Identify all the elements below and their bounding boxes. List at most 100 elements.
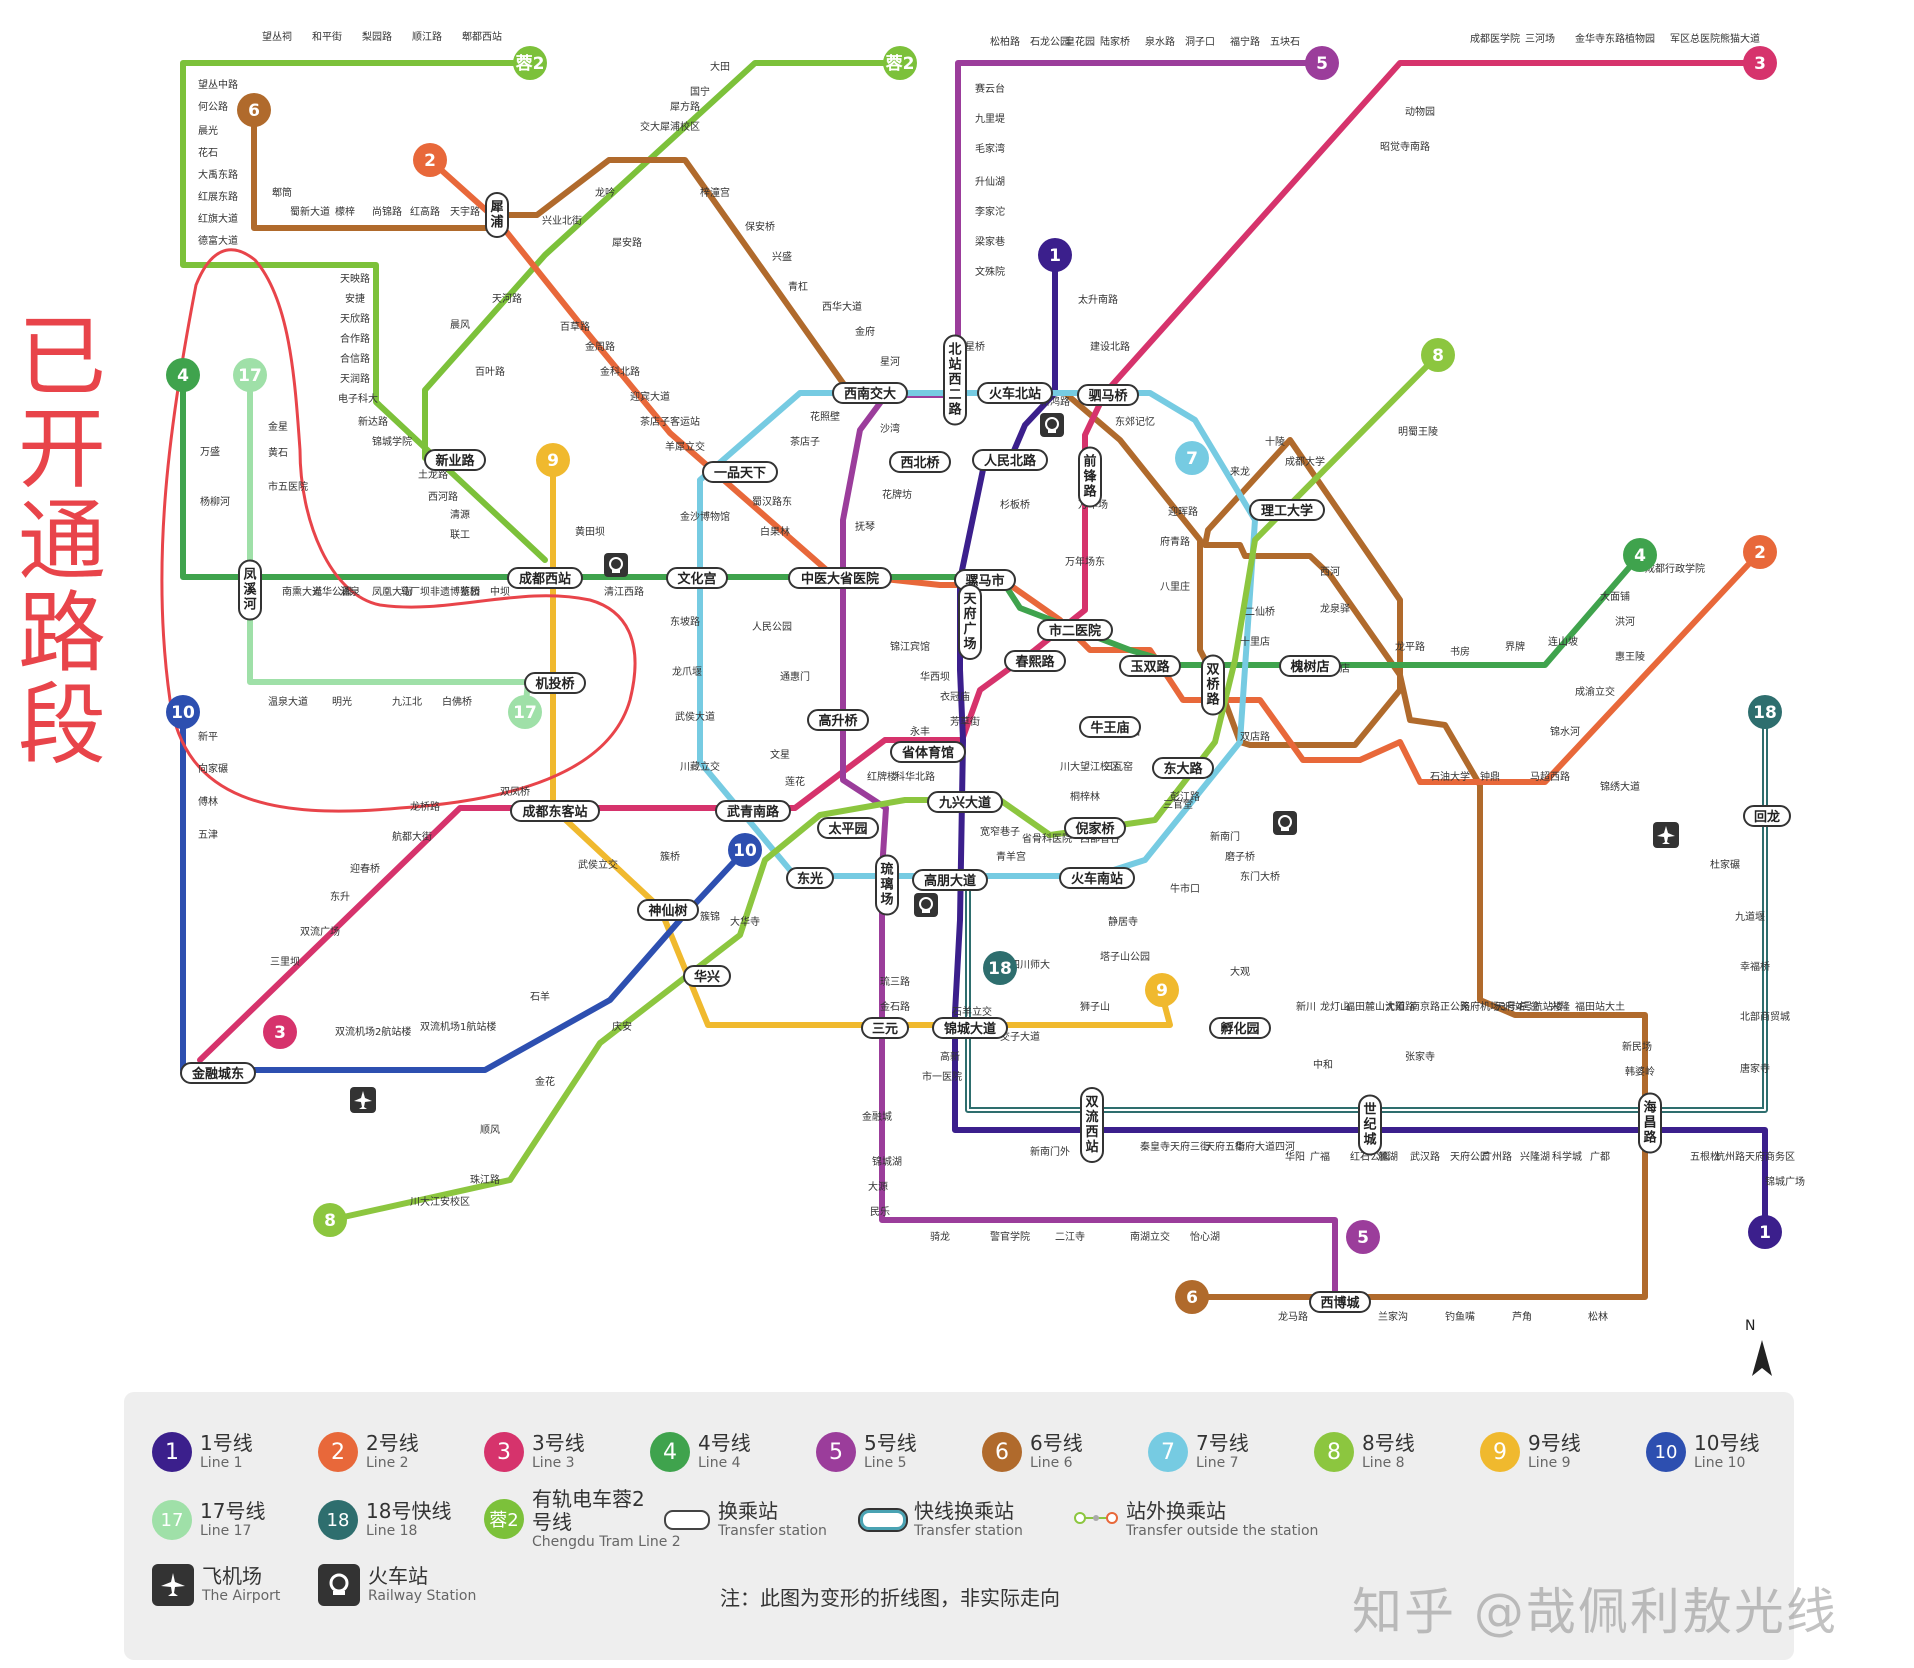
station-label[interactable]: 芦角 (1512, 1311, 1532, 1323)
hub-station[interactable]: 驷马桥 (1077, 384, 1139, 406)
station-label[interactable]: 金石路 (880, 1000, 910, 1013)
station-label[interactable]: 骑龙 (930, 1230, 950, 1243)
station-label[interactable]: 簇锦 (700, 910, 720, 923)
hub-station[interactable]: 前锋路 (1078, 446, 1102, 508)
station-label[interactable]: 望丛中路 (198, 78, 238, 91)
station-label[interactable]: 天宇路 (450, 205, 480, 218)
station-label[interactable]: 衣冠庙 (940, 690, 970, 703)
station-label[interactable]: 东门大桥 (1240, 870, 1280, 883)
station-label[interactable]: 安捷 (345, 292, 365, 305)
station-label[interactable]: 土龙路 (418, 468, 448, 481)
station-label[interactable]: 珠江路 (470, 1173, 500, 1186)
station-label[interactable]: 武侯大道 (675, 710, 715, 723)
station-label[interactable]: 迎晖路 (1168, 505, 1198, 518)
station-label[interactable]: 石羊 (530, 990, 550, 1003)
station-label[interactable]: 梨园路 (362, 30, 392, 43)
station-label[interactable]: 杉板桥 (1000, 498, 1030, 511)
hub-station[interactable]: 成都西站 (507, 567, 583, 589)
station-label[interactable]: 三河场 (1525, 32, 1555, 45)
station-label[interactable]: 望丛祠 (262, 30, 292, 43)
hub-station[interactable]: 琉璃场 (875, 854, 899, 916)
station-label[interactable]: 府青路 (1160, 535, 1190, 548)
station-label[interactable]: 龙吟 (595, 186, 615, 199)
station-label[interactable]: 泉水路 (1145, 35, 1175, 48)
station-label[interactable]: 陆家桥 (1100, 35, 1130, 48)
station-label[interactable]: 正公路 (1440, 1000, 1470, 1013)
station-label[interactable]: 省骨科医院 (1022, 832, 1072, 845)
station-label[interactable]: 犀方路 (670, 100, 700, 113)
station-label[interactable]: 九江北 (392, 696, 422, 708)
station-label[interactable]: 南熏大道 (282, 585, 322, 598)
station-label[interactable]: 杜家碾 (1710, 858, 1740, 871)
station-label[interactable]: 双流机场2航站楼 (335, 1025, 411, 1038)
station-label[interactable]: 广福 (1310, 1150, 1330, 1163)
station-label[interactable]: 福田 (1345, 1000, 1365, 1013)
station-label[interactable]: 武侯立交 (578, 858, 618, 871)
station-label[interactable]: 福田站 (1575, 1000, 1605, 1013)
hub-station[interactable]: 凤溪河 (238, 559, 262, 621)
station-label[interactable]: 福宁路 (1230, 35, 1260, 48)
station-label[interactable]: 市五医院 (268, 480, 308, 493)
station-label[interactable]: 红石公园 (1350, 1150, 1390, 1163)
station-label[interactable]: 毛家湾 (975, 142, 1005, 155)
station-label[interactable]: 华西坝 (920, 670, 950, 683)
station-label[interactable]: 马超西路 (1530, 770, 1570, 783)
station-label[interactable]: 西河 (1320, 566, 1340, 578)
station-label[interactable]: 四河 (1275, 1141, 1295, 1153)
station-label[interactable]: 太升南路 (1078, 293, 1118, 306)
station-label[interactable]: 惠王陵 (1615, 650, 1645, 663)
hub-station[interactable]: 市二医院 (1037, 619, 1113, 641)
station-label[interactable]: 大观 (1230, 965, 1250, 978)
station-label[interactable]: 龙泉驿 (1320, 602, 1350, 615)
station-label[interactable]: 建设北路 (1090, 340, 1130, 353)
station-label[interactable]: 金沙博物馆 (680, 510, 730, 523)
station-label[interactable]: 牛市口 (1170, 882, 1200, 895)
station-label[interactable]: 新南门 (1210, 830, 1240, 843)
station-label[interactable]: 金周路 (585, 340, 615, 353)
station-label[interactable]: 万盛 (200, 445, 220, 458)
station-label[interactable]: 交大犀浦校区 (640, 120, 700, 133)
station-label[interactable]: 桐梓林 (1070, 790, 1100, 803)
station-label[interactable]: 北部商贸城 (1740, 1010, 1790, 1023)
station-label[interactable]: 兰家沟 (1378, 1310, 1408, 1323)
hub-station[interactable]: 高升桥 (807, 709, 869, 731)
station-label[interactable]: 双凤桥 (500, 786, 530, 798)
station-label[interactable]: 十里店 (1240, 635, 1270, 648)
station-label[interactable]: 交子大道 (1000, 1030, 1040, 1043)
station-label[interactable]: 万年场东 (1065, 555, 1105, 568)
station-label[interactable]: 二江寺 (1055, 1231, 1085, 1243)
station-label[interactable]: 南湖立交 (1130, 1230, 1170, 1243)
station-label[interactable]: 秦皇寺 (1140, 1140, 1170, 1153)
station-label[interactable]: 怡心湖 (1190, 1230, 1220, 1243)
station-label[interactable]: 杨柳河 (200, 495, 230, 508)
station-label[interactable]: 麓湖 (1378, 1150, 1398, 1163)
hub-station[interactable]: 锦城大道 (932, 1017, 1008, 1039)
hub-station[interactable]: 三元 (861, 1017, 909, 1039)
hub-station[interactable]: 太平园 (817, 817, 879, 839)
station-label[interactable]: 广州路 (1482, 1150, 1512, 1163)
station-label[interactable]: 梓潼宫 (700, 186, 730, 199)
hub-station[interactable]: 西北桥 (889, 451, 951, 473)
station-label[interactable]: 白果林 (760, 525, 790, 538)
station-label[interactable]: 人民公园 (752, 621, 792, 633)
hub-station[interactable]: 西博城 (1309, 1291, 1371, 1313)
hub-station[interactable]: 东光 (786, 867, 834, 889)
station-label[interactable]: 静居寺 (1108, 915, 1138, 928)
station-label[interactable]: 中坝 (490, 585, 510, 598)
hub-station[interactable]: 北站西二路 (943, 334, 967, 426)
station-label[interactable]: 马厂坝 (400, 586, 430, 598)
station-label[interactable]: 龙爪堰 (672, 665, 702, 678)
station-label[interactable]: 蜀新大道 (290, 205, 330, 218)
station-label[interactable]: 锦城湖 (872, 1155, 902, 1168)
station-label[interactable]: 军区总医院 (1670, 32, 1720, 45)
station-label[interactable]: 非遗博览园 (430, 585, 480, 598)
station-label[interactable]: 天府站 (1495, 1000, 1525, 1013)
hub-station[interactable]: 神仙树 (637, 899, 699, 921)
station-label[interactable]: 松柏路 (990, 35, 1020, 48)
hub-station[interactable]: 高朋大道 (912, 869, 988, 891)
station-label[interactable]: 电子科大 (338, 392, 378, 405)
station-label[interactable]: 新南门外 (1030, 1145, 1070, 1158)
station-label[interactable]: 洪河 (1615, 616, 1635, 628)
station-label[interactable]: 大华寺 (730, 915, 760, 928)
station-label[interactable]: 塔子山公园 (1100, 950, 1150, 963)
